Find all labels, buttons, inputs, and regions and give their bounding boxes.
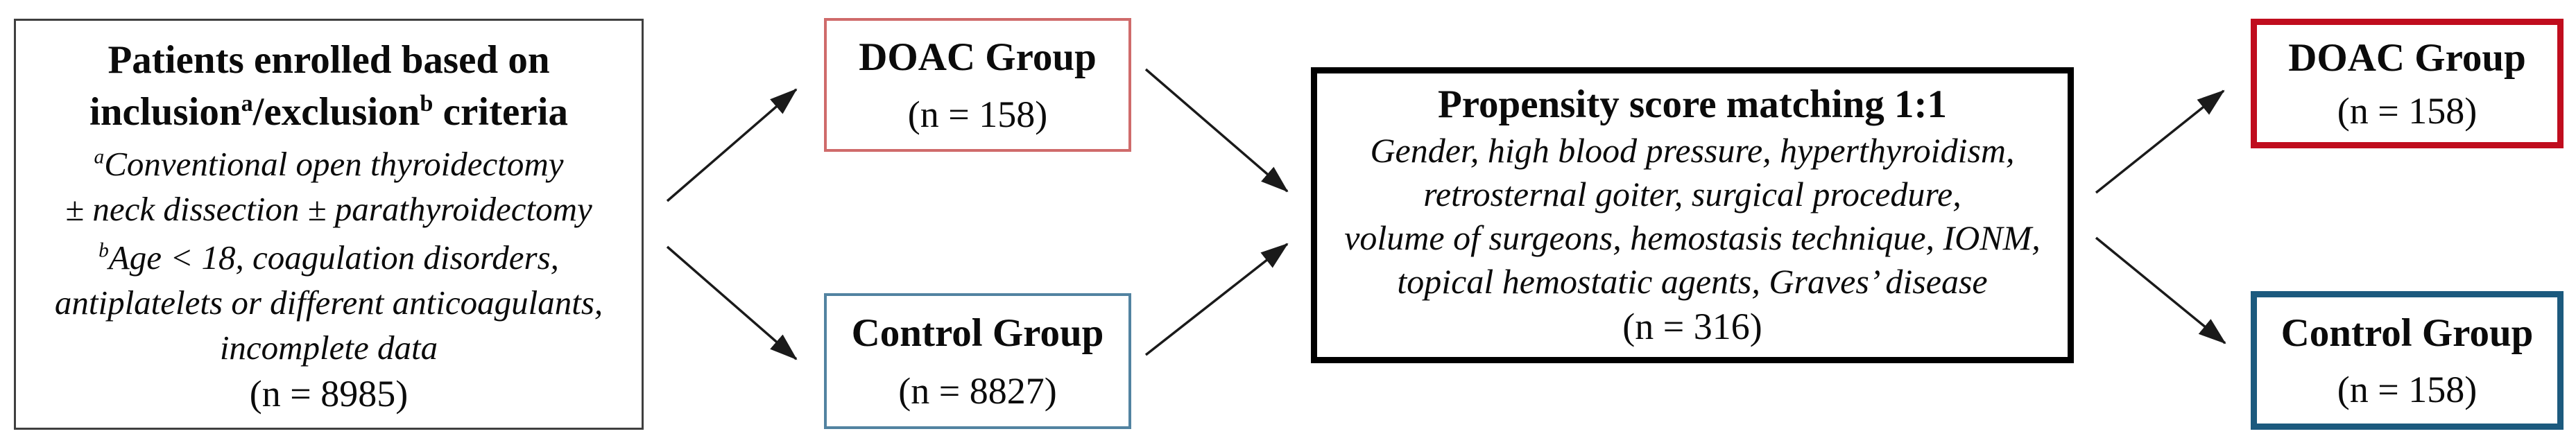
arrow-doac-to-psm	[1144, 68, 1289, 193]
control-initial-box: Control Group (n = 8827)	[824, 293, 1131, 429]
doac-initial-n-label: (n = 158)	[907, 93, 1048, 135]
superscript-b: b	[98, 239, 109, 262]
doac-initial-box: DOAC Group (n = 158)	[824, 18, 1131, 152]
enrollment-n-label: (n = 8985)	[249, 372, 409, 415]
doac-matched-box: DOAC Group (n = 158)	[2251, 19, 2564, 148]
arrow-psm-to-doac-matched	[2095, 89, 2225, 194]
exclusion-footnote-line2: antiplatelets or different anticoagulant…	[54, 283, 603, 322]
enrollment-box: Patients enrolled based on inclusiona/ex…	[14, 19, 644, 430]
psm-criteria-line1: Gender, high blood pressure, hyperthyroi…	[1370, 131, 2015, 171]
control-initial-title: Control Group	[851, 311, 1104, 356]
psm-box: Propensity score matching 1:1 Gender, hi…	[1311, 67, 2074, 363]
control-matched-title: Control Group	[2281, 311, 2534, 356]
exclusion-footnote-line3: incomplete data	[219, 329, 438, 367]
arrow-control-to-psm	[1144, 243, 1289, 356]
psm-criteria: Gender, high blood pressure, hyperthyroi…	[1344, 129, 2041, 304]
superscript-a: a	[94, 146, 105, 168]
arrow-psm-to-control-matched	[2095, 236, 2226, 344]
enrollment-title-line1: Patients enrolled based on	[108, 37, 550, 82]
psm-criteria-line3: volume of surgeons, hemostasis technique…	[1344, 218, 2041, 258]
control-initial-n-label: (n = 8827)	[898, 369, 1057, 412]
exclusion-footnote: bAge < 18, coagulation disorders, antipl…	[55, 235, 603, 370]
doac-matched-n-label: (n = 158)	[2337, 89, 2478, 132]
enrollment-title-line2: inclusiona/exclusionb criteria	[89, 89, 568, 134]
inclusion-footnote: aConventional open thyroidectomy ± neck …	[65, 141, 592, 232]
doac-matched-title: DOAC Group	[2288, 35, 2526, 80]
superscript-a: a	[241, 90, 253, 116]
control-matched-box: Control Group (n = 158)	[2251, 291, 2564, 430]
psm-criteria-line4: topical hemostatic agents, Graves’ disea…	[1397, 262, 1988, 302]
doac-initial-title: DOAC Group	[859, 35, 1097, 80]
arrow-enrollment-to-doac	[666, 88, 798, 202]
superscript-b: b	[420, 90, 433, 116]
inclusion-footnote-line2: ± neck dissection ± parathyroidectomy	[65, 189, 592, 228]
exclusion-footnote-line1: bAge < 18, coagulation disorders,	[98, 238, 559, 277]
psm-criteria-line2: retrosternal goiter, surgical procedure,	[1423, 175, 1961, 214]
arrow-enrollment-to-control	[666, 245, 798, 360]
psm-title: Propensity score matching 1:1	[1437, 82, 1948, 126]
inclusion-footnote-line1: aConventional open thyroidectomy	[94, 144, 564, 183]
psm-n-label: (n = 316)	[1622, 305, 1762, 347]
control-matched-n-label: (n = 158)	[2337, 368, 2478, 410]
enrollment-title: Patients enrolled based on inclusiona/ex…	[89, 34, 568, 138]
